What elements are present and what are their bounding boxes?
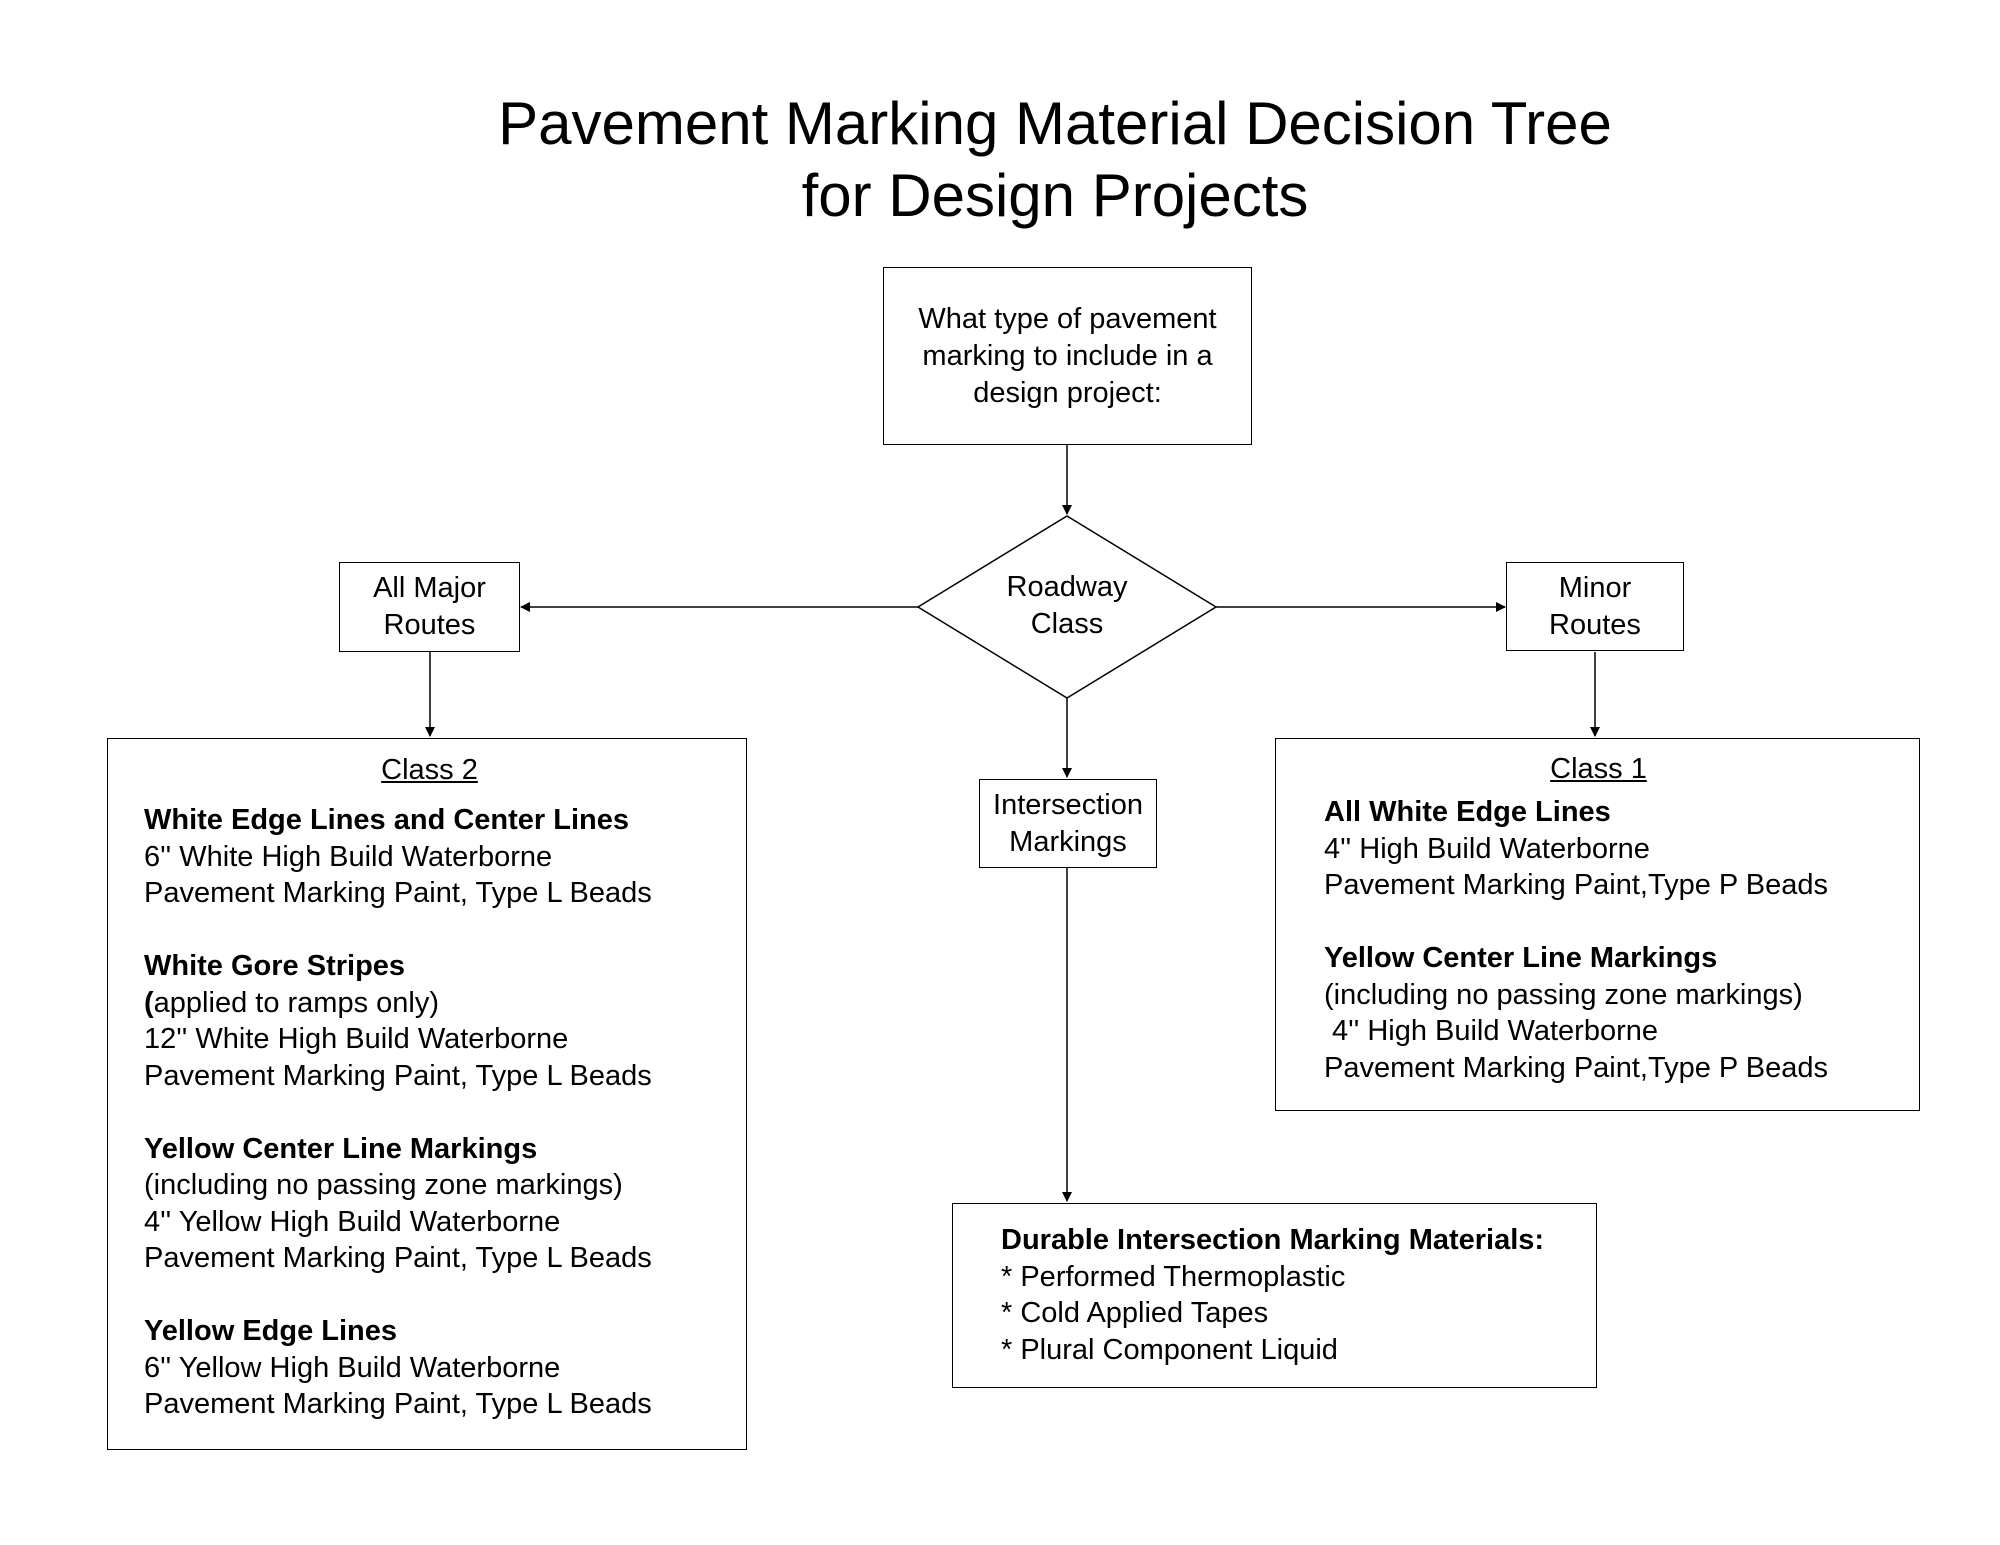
decision-label-line: Roadway bbox=[1006, 571, 1128, 603]
section-line: 4'' High Build Waterborne bbox=[1324, 832, 1650, 865]
section-line: Pavement Marking Paint, Type L Beads bbox=[144, 1388, 652, 1420]
start-node-line: marking to include in a bbox=[922, 339, 1213, 372]
class2-section: White Edge Lines and Center Lines 6'' Wh… bbox=[144, 802, 652, 912]
section-line: (including no passing zone markings) bbox=[1324, 978, 1803, 1011]
decision-label: Roadway Class bbox=[967, 569, 1167, 643]
class2-section: Yellow Center Line Markings (including n… bbox=[144, 1131, 652, 1277]
section-title: Yellow Center Line Markings bbox=[144, 1132, 538, 1165]
durable-item: * Performed Thermoplastic bbox=[1001, 1260, 1346, 1293]
durable-item: * Plural Component Liquid bbox=[1001, 1333, 1338, 1366]
section-line: Pavement Marking Paint, Type L Beads bbox=[144, 1059, 652, 1092]
section-title: Yellow Edge Lines bbox=[144, 1315, 398, 1347]
class2-box: Class 2 White Edge Lines and Center Line… bbox=[107, 738, 747, 1450]
section-title: Yellow Center Line Markings bbox=[1324, 942, 1718, 974]
section-line: Pavement Marking Paint, Type L Beads bbox=[144, 877, 652, 909]
durable-title: Durable Intersection Marking Materials: bbox=[1001, 1224, 1545, 1256]
minor-routes-line: Routes bbox=[1549, 608, 1641, 641]
section-line: Pavement Marking Paint, Type L Beads bbox=[144, 1242, 652, 1274]
major-routes-line: All Major bbox=[373, 572, 486, 604]
section-line: 4'' High Build Waterborne bbox=[1324, 1015, 1658, 1047]
section-line: (including no passing zone markings) bbox=[144, 1169, 623, 1201]
class1-section: Yellow Center Line Markings (including n… bbox=[1324, 940, 1828, 1086]
title-line-2: for Design Projects bbox=[801, 162, 1309, 229]
section-line: Pavement Marking Paint,Type P Beads bbox=[1324, 1051, 1829, 1084]
class2-section: Yellow Edge Lines 6'' Yellow High Build … bbox=[144, 1313, 652, 1423]
section-note: (applied to ramps only) bbox=[144, 985, 652, 1022]
durable-item: * Cold Applied Tapes bbox=[1001, 1297, 1269, 1329]
major-routes-line: Routes bbox=[383, 609, 476, 641]
class1-heading: Class 1 bbox=[1550, 753, 1647, 785]
minor-routes-line: Minor bbox=[1558, 571, 1632, 604]
note-rest: applied to ramps only) bbox=[153, 986, 439, 1019]
major-routes-node: All Major Routes bbox=[339, 562, 520, 652]
section-title: All White Edge Lines bbox=[1324, 796, 1611, 828]
class1-box: Class 1 All White Edge Lines 4'' High Bu… bbox=[1275, 738, 1920, 1111]
section-line: 4'' Yellow High Build Waterborne bbox=[144, 1205, 561, 1238]
class1-section: All White Edge Lines 4'' High Build Wate… bbox=[1324, 794, 1828, 904]
intersection-line: Intersection bbox=[993, 788, 1143, 821]
intersection-line: Markings bbox=[1009, 825, 1127, 858]
section-line: 6'' Yellow High Build Waterborne bbox=[144, 1351, 561, 1384]
intersection-node: Intersection Markings bbox=[979, 779, 1157, 868]
section-title: White Gore Stripes bbox=[144, 950, 406, 982]
minor-routes-node: Minor Routes bbox=[1506, 562, 1684, 651]
class2-heading: Class 2 bbox=[381, 754, 478, 786]
start-node: What type of pavement marking to include… bbox=[883, 267, 1252, 445]
note-bold-char: ( bbox=[144, 986, 154, 1019]
page-title: Pavement Marking Material Decision Tree … bbox=[0, 88, 2000, 232]
section-line: Pavement Marking Paint,Type P Beads bbox=[1324, 869, 1829, 901]
section-line: 6'' White High Build Waterborne bbox=[144, 840, 553, 873]
start-node-line: What type of pavement bbox=[918, 302, 1217, 335]
decision-label-line: Class bbox=[1030, 608, 1104, 640]
durable-materials-box: Durable Intersection Marking Materials: … bbox=[952, 1203, 1597, 1388]
start-node-line: design project: bbox=[973, 376, 1162, 409]
section-line: 12'' White High Build Waterborne bbox=[144, 1023, 569, 1055]
section-title: White Edge Lines and Center Lines bbox=[144, 804, 630, 836]
class2-section: White Gore Stripes (applied to ramps onl… bbox=[144, 948, 652, 1094]
title-line-1: Pavement Marking Material Decision Tree bbox=[498, 90, 1612, 157]
